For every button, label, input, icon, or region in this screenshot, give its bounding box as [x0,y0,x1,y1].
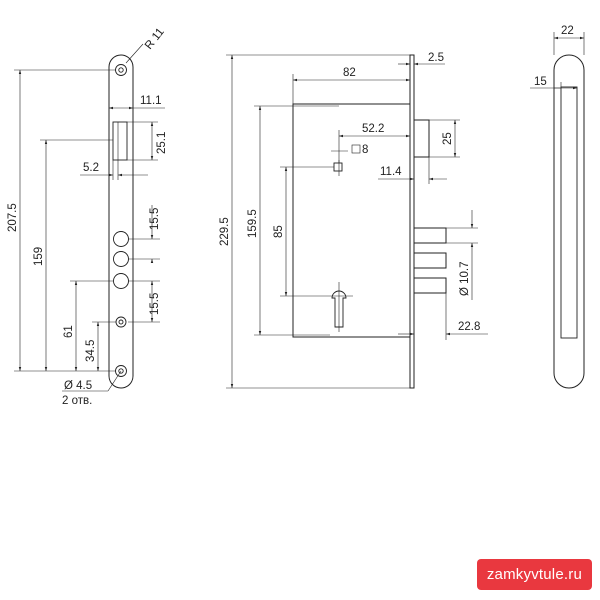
dim-bolt-dia: Ø 10.7 [459,261,471,296]
dim-34-5: 34.5 [85,340,97,362]
latch-slot [112,121,128,161]
side-view: 22 15 [530,25,585,389]
side-plate-inner [560,86,578,339]
dim-159: 159 [33,247,45,266]
dim-15-5-lower: 15.5 [149,293,161,315]
faceplate-edge [409,54,415,389]
dim-11-4: 11.4 [380,166,402,178]
side-plate-outline [553,54,585,389]
dim-25-1: 25.1 [156,132,168,154]
dim-25: 25 [442,132,454,145]
dim-15: 15 [534,76,547,88]
dim-159-5: 159.5 [247,209,259,238]
dim-11-1: 11.1 [140,95,162,107]
dim-2-5: 2.5 [428,52,444,64]
dim-22: 22 [561,25,574,37]
cylinder-cutout [331,290,347,328]
body-view: 82 2.5 52.2 8 25 11.4 229.5 159.5 [219,52,488,389]
deadbolt-2 [413,252,447,269]
faceplate-view: R 11 11.1 25.1 5.2 15.5 15.5 207.5 [7,26,168,407]
watermark-badge[interactable]: zamkyvtule.ru [476,559,592,590]
latch-bolt [413,119,430,158]
deadbolt-3 [413,277,447,294]
dim-85: 85 [273,225,285,238]
faceplate-outline [108,54,134,389]
dim-229-5: 229.5 [219,217,231,246]
dim-hole-dia: Ø 4.5 [64,380,92,392]
dim-52-2: 52.2 [362,123,384,135]
dim-square-8: 8 [362,144,368,156]
dim-15-5-upper: 15.5 [149,208,161,230]
dim-207-5: 207.5 [7,203,19,232]
deadbolt-1 [413,227,447,244]
dim-5-2: 5.2 [83,162,99,174]
dim-22-8: 22.8 [458,321,480,333]
dim-hole-count: 2 отв. [62,395,92,407]
dim-r11: R 11 [143,26,167,52]
lock-case [292,103,411,338]
dim-61: 61 [63,325,75,338]
dim-82: 82 [343,67,356,79]
